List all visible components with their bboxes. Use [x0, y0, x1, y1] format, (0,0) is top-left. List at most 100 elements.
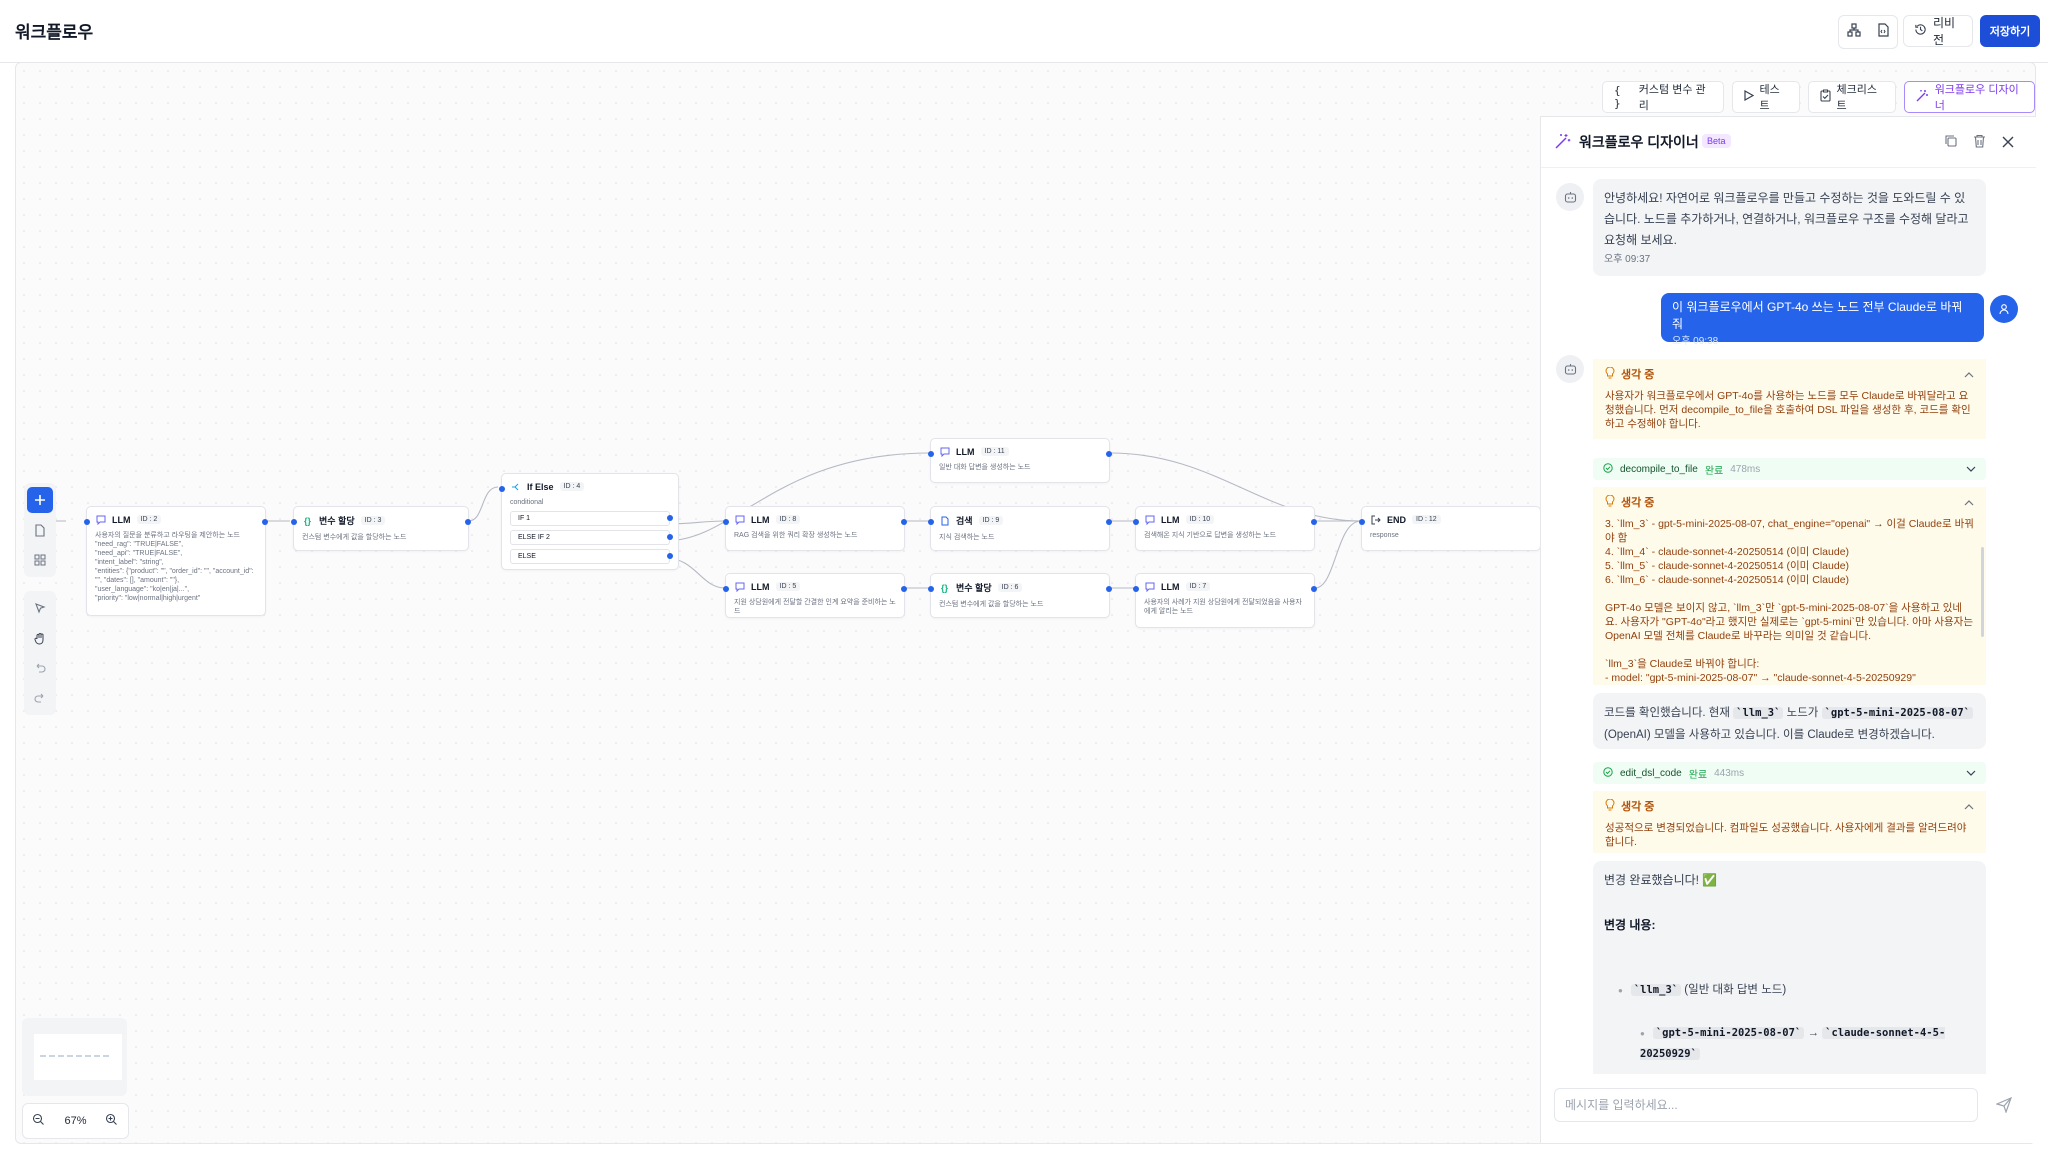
thinking-block[interactable]: 생각 중 성공적으로 변경되었습니다. 컴파일도 성공했습니다. 사용자에게 결… [1593, 791, 1986, 853]
output-port[interactable] [1106, 451, 1112, 457]
input-port[interactable] [84, 519, 90, 525]
output-port[interactable] [1106, 586, 1112, 592]
send-icon[interactable] [1995, 1096, 2013, 1118]
input-port[interactable] [928, 451, 934, 457]
revision-label: 리비전 [1933, 16, 1956, 47]
zoom-in-icon[interactable] [105, 1113, 118, 1129]
add-node-button[interactable] [27, 487, 53, 513]
revision-button[interactable]: 리비전 [1903, 15, 1973, 47]
play-icon [1743, 89, 1754, 104]
save-button[interactable]: 저장하기 [1980, 15, 2040, 47]
list-item: ●`gpt-5-mini-2025-08-07` → `claude-sonne… [1604, 1023, 1975, 1064]
undo-icon[interactable] [27, 655, 53, 681]
node-title: LLM [1161, 514, 1180, 525]
branch-else-if-2[interactable]: ELSE IF 2 [510, 530, 673, 545]
top-bar: 워크플로우 리비전 저장하기 [0, 0, 2048, 63]
file-code-icon[interactable] [1876, 22, 1890, 42]
checklist-button[interactable]: 체크리스트 [1807, 81, 1896, 113]
input-port[interactable] [499, 486, 505, 492]
input-port[interactable] [1133, 519, 1139, 525]
message-text: 이 워크플로우에서 GPT-4o 쓰는 노드 전부 Claude로 바꿔줘 [1672, 300, 1963, 331]
chat-messages[interactable]: 안녕하세요! 자연어로 워크플로우를 만들고 수정하는 것을 도와드릴 수 있습… [1541, 169, 2036, 1074]
message-input[interactable] [1554, 1088, 1978, 1122]
output-port[interactable] [465, 519, 471, 525]
tool-call-decompile[interactable]: decompile_to_file 완료 478ms [1593, 458, 1986, 480]
output-port[interactable] [667, 534, 673, 540]
message-text: 코드를 확인했습니다. 현재 [1604, 707, 1734, 719]
close-icon[interactable] [2002, 135, 2014, 153]
thinking-block[interactable]: 생각 중 사용자가 워크플로우에서 GPT-4o를 사용하는 노드를 모두 Cl… [1593, 359, 1986, 439]
check-circle-icon [1603, 462, 1613, 476]
output-port[interactable] [262, 519, 268, 525]
input-port[interactable] [928, 519, 934, 525]
page-title: 워크플로우 [15, 23, 94, 42]
edge [1109, 452, 1362, 522]
node-id: ID : 9 [978, 516, 1004, 525]
output-port[interactable] [901, 586, 907, 592]
custom-variables-button[interactable]: { } 커스텀 변수 관리 [1602, 81, 1724, 113]
node-title: LLM [956, 446, 975, 457]
message-text: 안녕하세요! 자연어로 워크플로우를 만들고 수정하는 것을 도와드릴 수 있습… [1604, 191, 1969, 247]
trash-icon[interactable] [1973, 134, 1986, 153]
hand-icon[interactable] [27, 625, 53, 651]
output-port[interactable] [901, 519, 907, 525]
input-port[interactable] [1133, 586, 1139, 592]
file-icon[interactable] [27, 517, 53, 543]
chevron-down-icon[interactable] [1966, 464, 1976, 475]
tool-duration: 478ms [1730, 463, 1761, 475]
node-id: ID : 10 [1185, 515, 1215, 524]
node-id: ID : 2 [136, 515, 162, 524]
output-port[interactable] [667, 553, 673, 559]
output-port[interactable] [1311, 519, 1317, 525]
arrow-text: → [1807, 1027, 1819, 1039]
input-port[interactable] [291, 519, 297, 525]
output-port[interactable] [1311, 586, 1317, 592]
chevron-down-icon[interactable] [1966, 768, 1976, 779]
input-port[interactable] [723, 586, 729, 592]
bot-avatar [1556, 183, 1584, 211]
branch-else[interactable]: ELSE [510, 549, 673, 564]
message-text: (OpenAI) 모델을 사용하고 있습니다. 이를 Claude로 변경하겠습… [1604, 729, 1935, 741]
chevron-up-icon[interactable] [1964, 496, 1974, 510]
input-port[interactable] [928, 586, 934, 592]
output-port[interactable] [667, 515, 673, 521]
branch-if-1[interactable]: IF 1 [510, 511, 673, 526]
input-port[interactable] [723, 519, 729, 525]
workflow-graph-icon[interactable] [1846, 22, 1861, 42]
minimap[interactable] [22, 1018, 127, 1096]
node-llm-10[interactable]: LLM ID : 10 검색해온 지식 기반으로 답변을 생성하는 노드 [1133, 506, 1317, 551]
edge [1314, 520, 1362, 589]
redo-icon[interactable] [27, 685, 53, 711]
scrollbar[interactable] [1981, 547, 1984, 637]
workflow-designer-panel: 워크플로우 디자이너 Beta 안녕하세요! 자연어로 워크플로우를 만들고 수… [1540, 116, 2036, 1143]
add-tools-group [24, 483, 56, 577]
pointer-icon[interactable] [27, 595, 53, 621]
thinking-label: 생각 중 [1621, 801, 1655, 813]
chevron-up-icon[interactable] [1964, 368, 1974, 382]
grid-icon[interactable] [27, 547, 53, 573]
zoom-out-icon[interactable] [32, 1113, 45, 1129]
workflow-designer-button[interactable]: 워크플로우 디자이너 [1903, 81, 2035, 113]
edit-tools-group [24, 591, 56, 715]
edge [664, 452, 931, 542]
clipboard-check-icon [1819, 89, 1831, 105]
test-button[interactable]: 테스트 [1731, 81, 1800, 113]
copy-icon[interactable] [1944, 134, 1958, 153]
input-port[interactable] [1359, 519, 1365, 525]
node-description: 검색해온 지식 기반으로 답변을 생성하는 노드 [1144, 532, 1277, 539]
thinking-block[interactable]: 생각 중 3. `llm_3` - gpt-5-mini-2025-08-07,… [1593, 487, 1986, 685]
lightbulb-icon [1605, 366, 1615, 383]
output-port[interactable] [1106, 519, 1112, 525]
tool-call-edit[interactable]: edit_dsl_code 완료 443ms [1593, 762, 1986, 784]
chevron-up-icon[interactable] [1964, 800, 1974, 814]
